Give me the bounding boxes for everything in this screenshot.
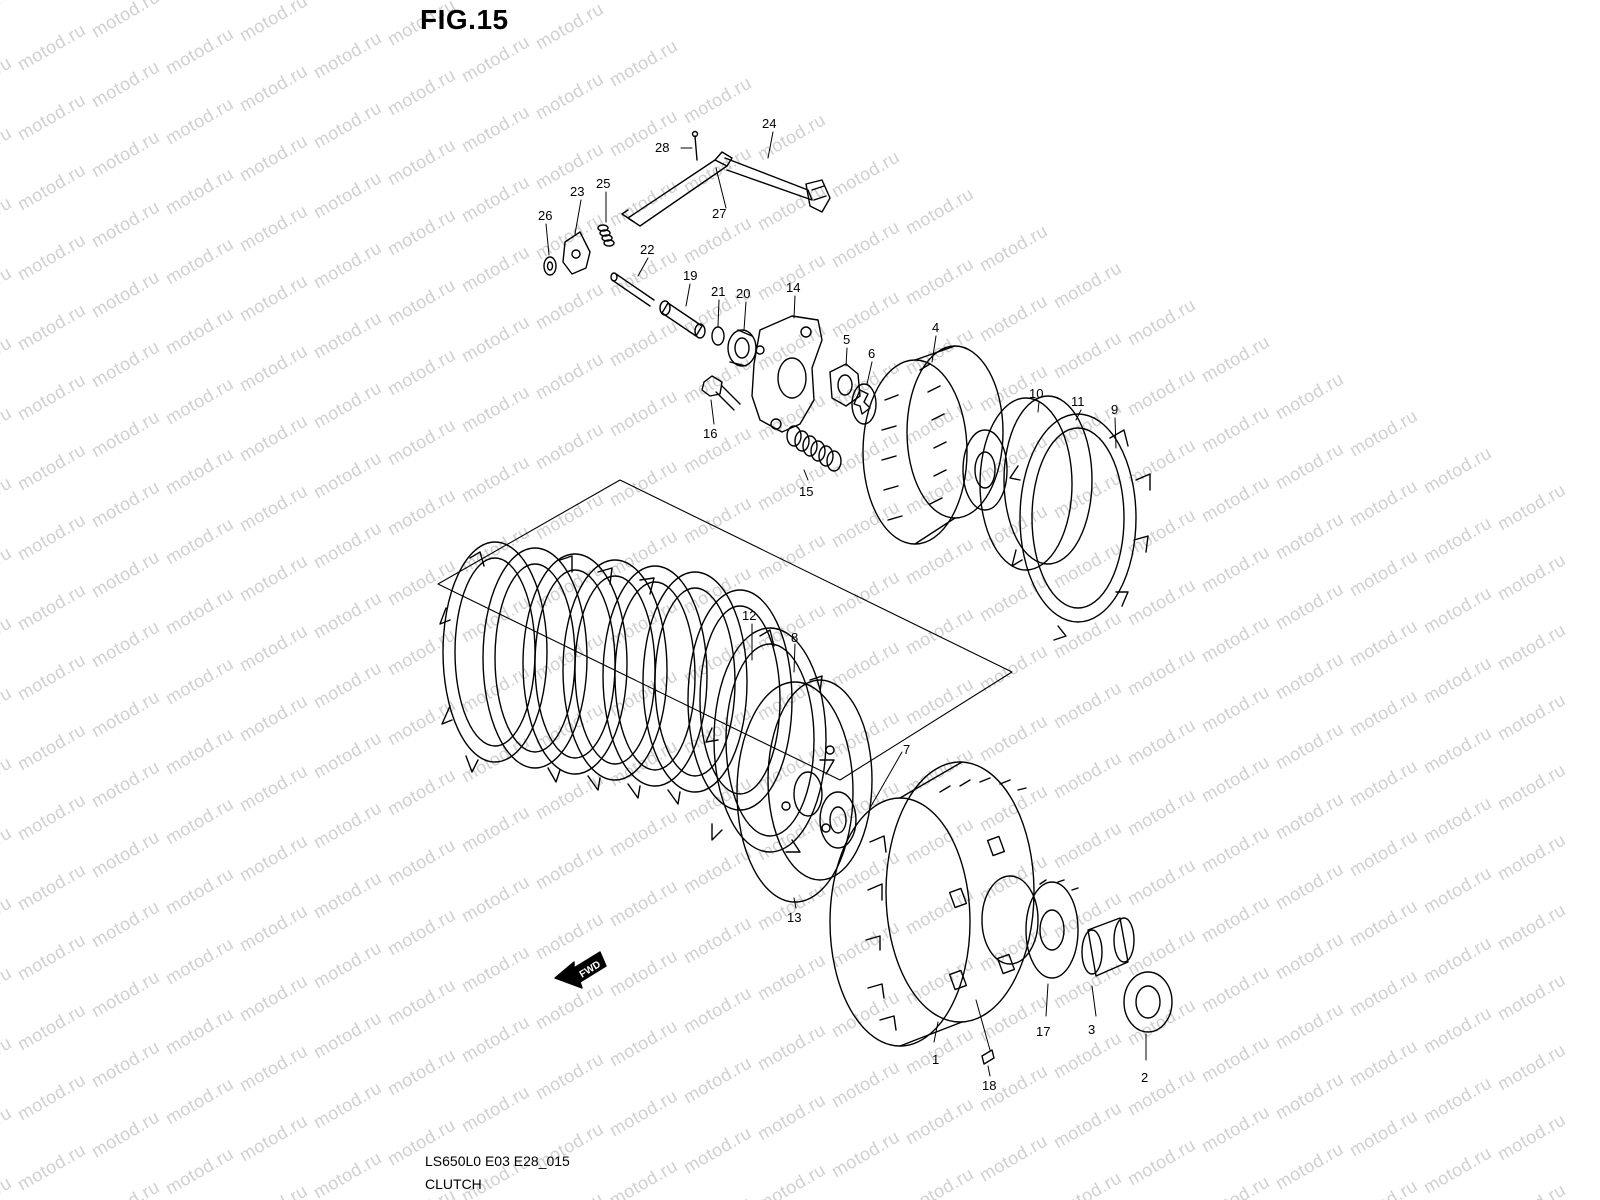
diagram-caption: CLUTCH [425,1176,482,1192]
clutch-primary-driven-gear-hub [736,679,873,903]
thrust-washer [819,791,857,849]
clutch-housing [829,761,1039,1047]
part-label-23: 23 [570,184,584,199]
part-label-9: 9 [1111,402,1118,417]
clutch-pressure-plate [751,315,823,433]
clutch-release-lever [621,151,831,227]
part-label-28: 28 [655,140,669,155]
leader-lines [545,131,1147,1077]
clutch-spring-washer [1003,395,1093,565]
fwd-arrow-icon [554,951,607,989]
figure-title: FIG.15 [420,4,509,35]
clutch-housing-spacer [1081,917,1135,977]
pressure-plate-bolt [701,375,741,411]
lock-washer [851,383,877,425]
diagram-code: LS650L0 E03 E28_015 [425,1153,570,1169]
part-label-8: 8 [791,630,798,645]
clutch-push-rod [610,272,655,307]
housing-washer [1123,971,1173,1033]
plate-stack-bracket [437,479,1013,781]
clutch-drive-plate-8 [705,627,835,853]
clutch-spring [786,425,842,472]
part-label-15: 15 [799,484,813,499]
part-label-1: 1 [932,1052,939,1067]
part-label-17: 17 [1036,1024,1050,1039]
oil-pump-drive-gear [1025,879,1079,979]
release-spring [597,224,615,247]
part-label-18: 18 [982,1078,996,1093]
part-label-22: 22 [640,242,654,257]
clutch-plate-12 [687,589,793,811]
part-label-2: 2 [1141,1070,1148,1085]
part-label-16: 16 [703,426,717,441]
part-label-21: 21 [711,284,725,299]
part-labels: 1 2 3 4 5 6 7 8 9 10 11 12 13 14 15 16 1… [538,116,1148,1093]
push-piece-o-ring [711,326,725,346]
part-label-5: 5 [843,332,850,347]
friction-plate-stack [439,541,748,805]
part-label-7: 7 [903,742,910,757]
part-label-10: 10 [1029,386,1043,401]
release-bearing [727,329,757,367]
part-label-11: 11 [1071,394,1085,409]
release-cam-plate [562,231,591,275]
part-label-27: 27 [712,206,726,221]
part-label-6: 6 [868,346,875,361]
part-label-13: 13 [787,910,801,925]
part-label-19: 19 [683,268,697,283]
part-label-3: 3 [1088,1022,1095,1037]
part-label-20: 20 [736,286,750,301]
part-label-4: 4 [932,320,939,335]
lever-pin [691,130,699,161]
part-label-12: 12 [742,608,756,623]
part-label-24: 24 [762,116,776,131]
part-label-26: 26 [538,208,552,223]
clutch-push-piece [659,300,706,339]
part-label-14: 14 [786,280,800,295]
part-label-25: 25 [596,176,610,191]
clutch-sleeve-hub [862,345,1008,545]
dowel-pin [981,1049,995,1065]
spring-washer-seat [979,397,1073,571]
clutch-drive-plate-9 [1009,413,1151,641]
release-washer [543,256,557,276]
